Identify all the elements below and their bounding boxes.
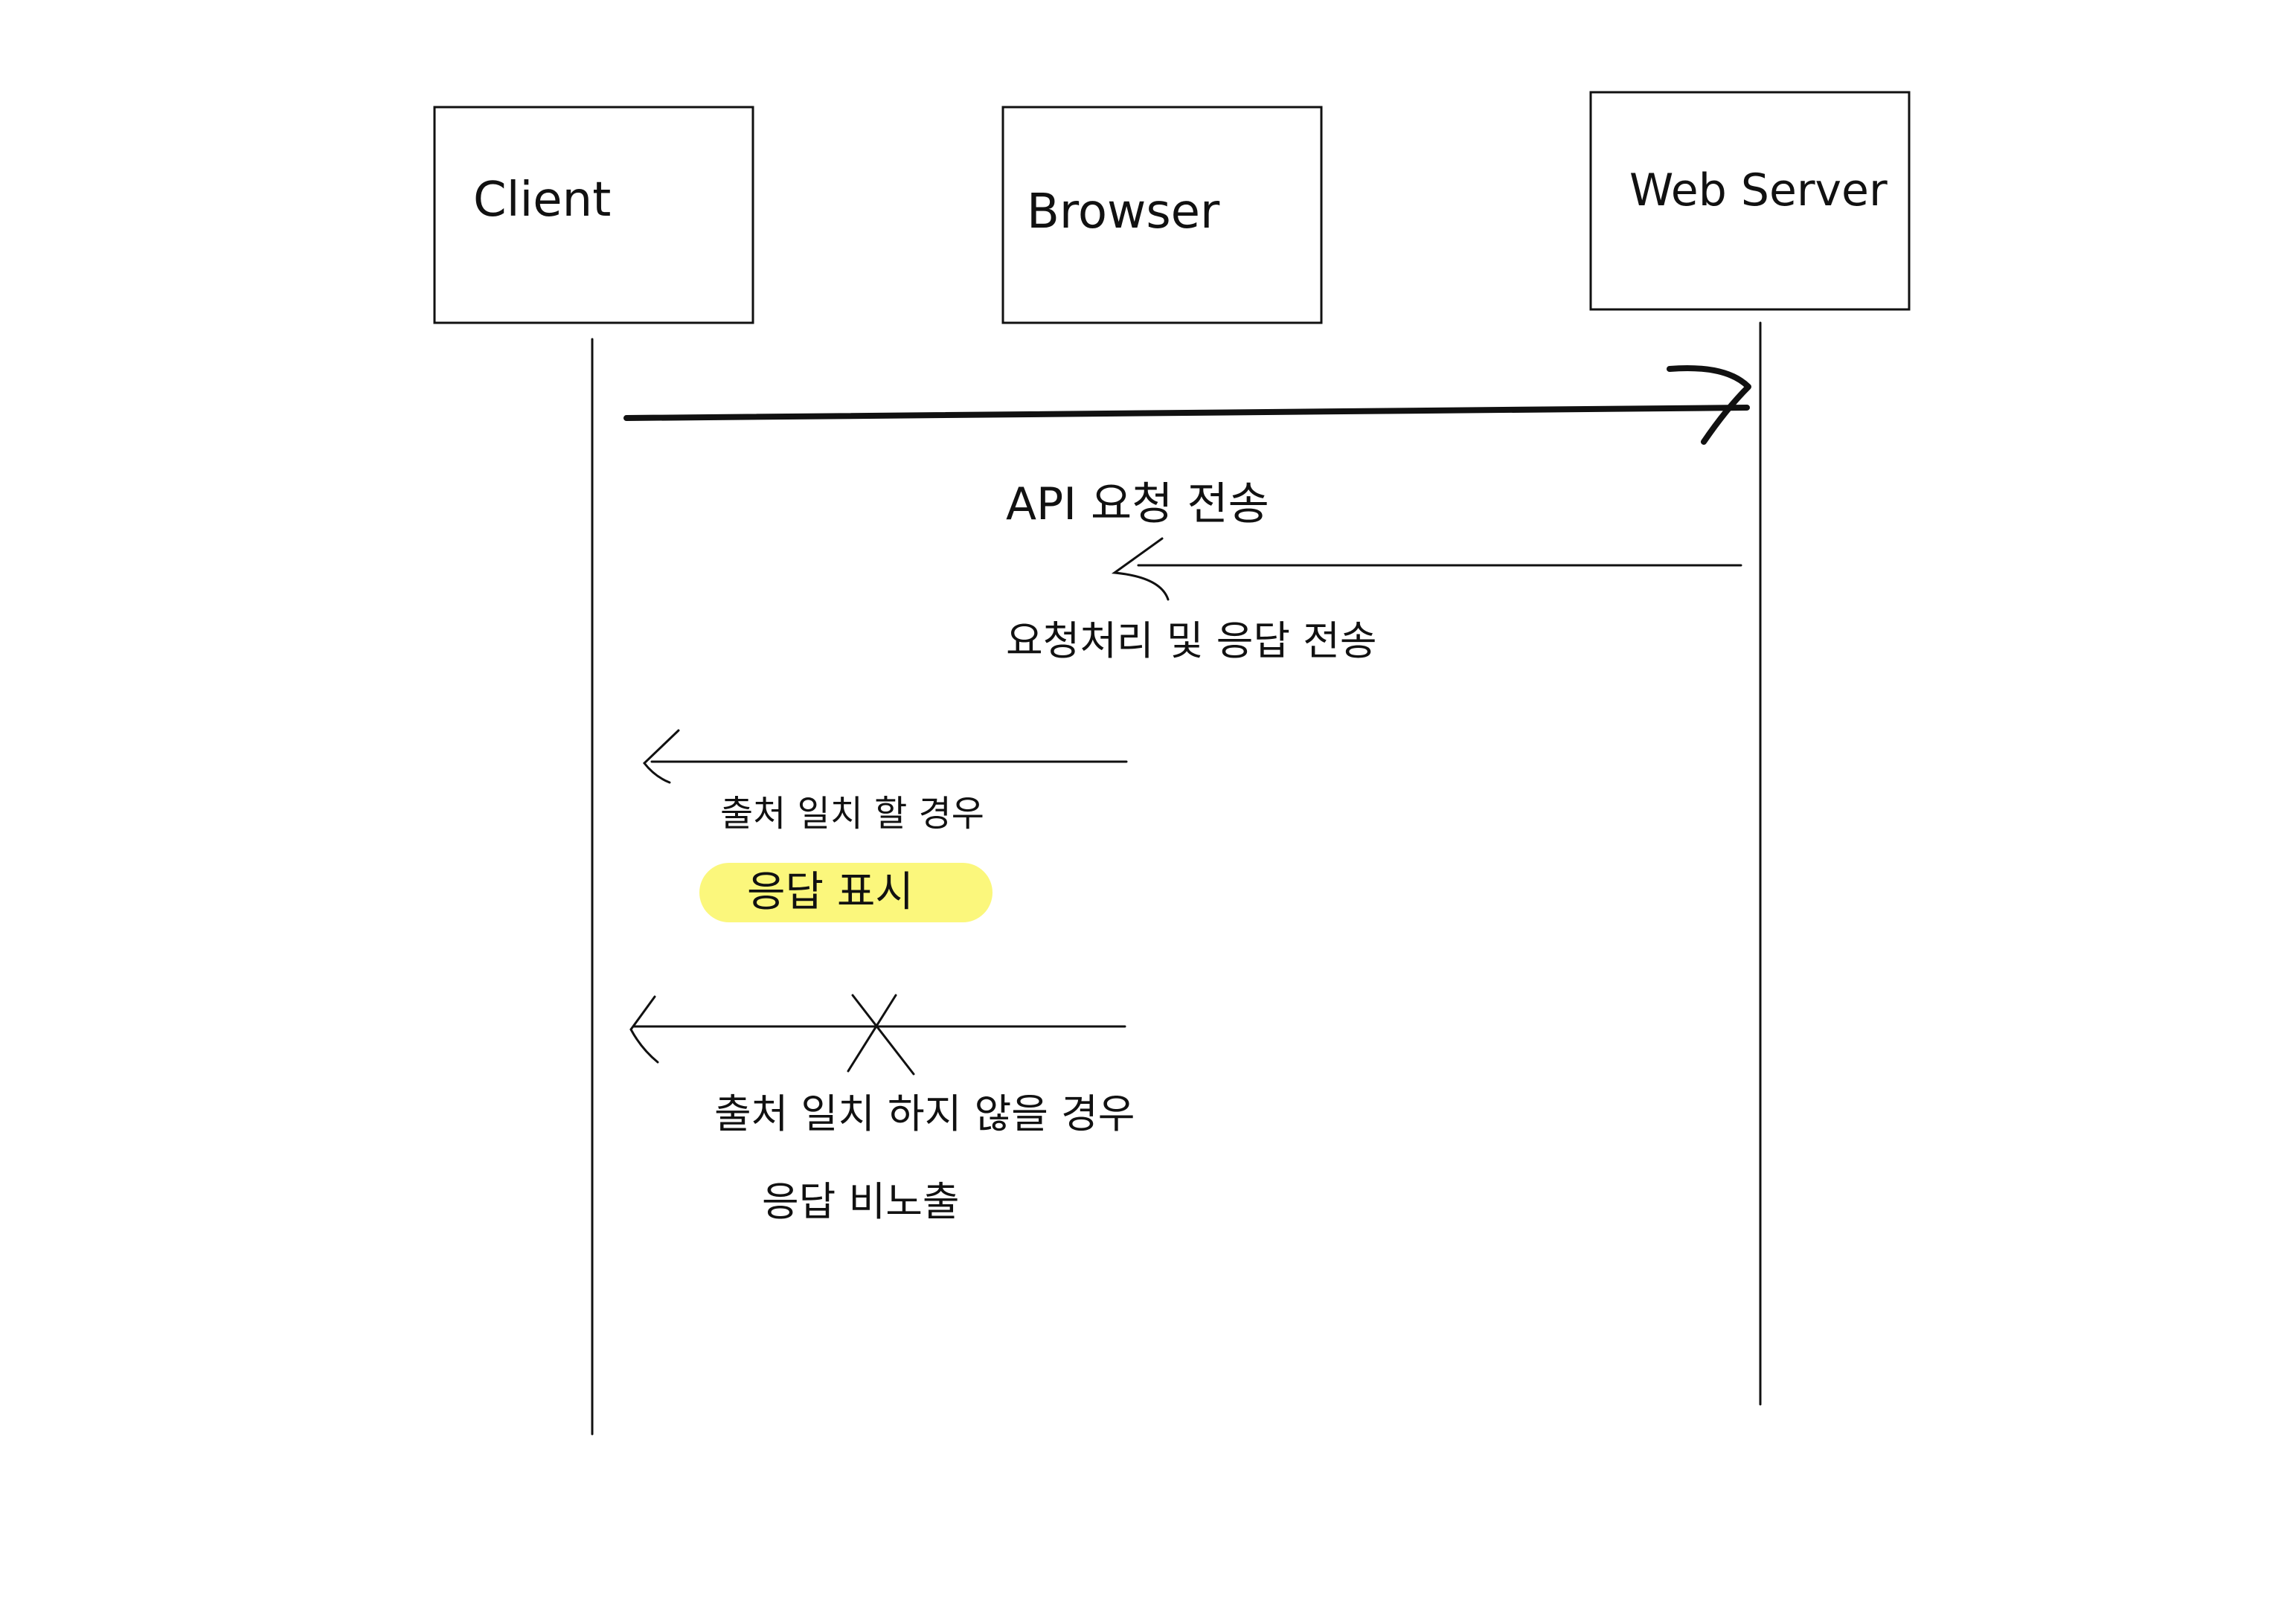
origin-match-label: 출처 일치 할 경우 <box>720 793 984 835</box>
origin-mismatch-label: 출처 일치 하지 않을 경우 <box>714 1090 1135 1137</box>
arrow-origin-mismatch <box>629 995 1126 1064</box>
arrow-server-response <box>1111 537 1742 601</box>
blocked-x-icon <box>847 994 915 1076</box>
browser-label: Browser <box>1027 184 1220 240</box>
highlight-marker <box>699 863 993 922</box>
participant-client: Client <box>433 106 754 324</box>
server-response-label: 요청처리 및 응답 전송 <box>1006 617 1377 664</box>
arrow-origin-match <box>642 729 1128 784</box>
server-label: Web Server <box>1629 164 1888 216</box>
client-label: Client <box>473 173 611 228</box>
arrow-api-request <box>623 365 1751 445</box>
hide-response-label: 응답 비노출 <box>762 1178 960 1225</box>
api-request-label: API 요청 전송 <box>1006 478 1269 530</box>
participant-browser: Browser <box>1001 106 1323 324</box>
participant-server: Web Server <box>1589 91 1911 311</box>
show-response-label: 응답 표시 <box>747 868 914 916</box>
